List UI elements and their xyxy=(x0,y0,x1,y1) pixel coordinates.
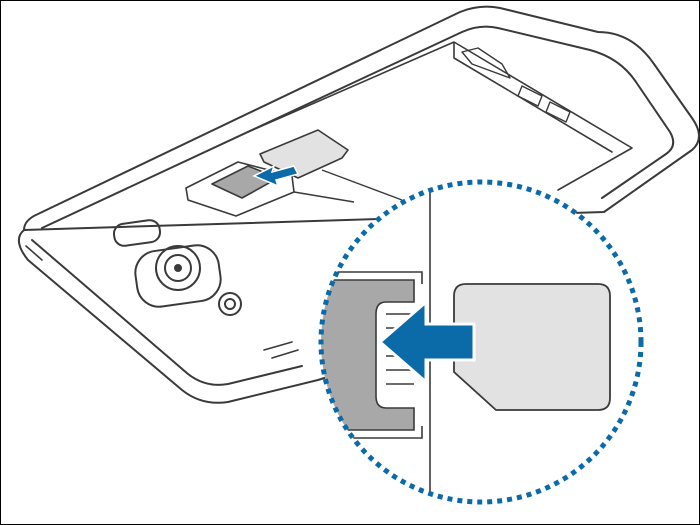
compartment-inner-edge xyxy=(461,47,511,79)
camera-ring-outer xyxy=(155,245,201,291)
side-key-lower xyxy=(263,341,299,359)
camera-housing xyxy=(134,244,222,308)
phone-outer-edge xyxy=(17,5,700,404)
camera-lens xyxy=(174,264,182,272)
arrow-left-icon xyxy=(377,298,476,386)
led-inner xyxy=(224,298,236,310)
zoom-callout xyxy=(318,179,644,505)
compartment-tab-1 xyxy=(517,85,543,107)
phone-back xyxy=(17,5,700,404)
callout-lines xyxy=(293,169,403,203)
small-insert-arrow xyxy=(252,164,300,188)
flash-sensor xyxy=(112,219,162,247)
battery-compartment xyxy=(247,41,633,191)
compartment-tab-2 xyxy=(545,101,571,123)
led-outer xyxy=(218,292,242,316)
sim-card-small xyxy=(259,129,349,179)
zoom-dotted-border xyxy=(318,179,644,505)
sim-card-large xyxy=(453,283,611,411)
side-key-upper xyxy=(25,245,43,261)
camera-ring-inner xyxy=(164,254,192,282)
phone-inner-rim xyxy=(31,25,675,386)
